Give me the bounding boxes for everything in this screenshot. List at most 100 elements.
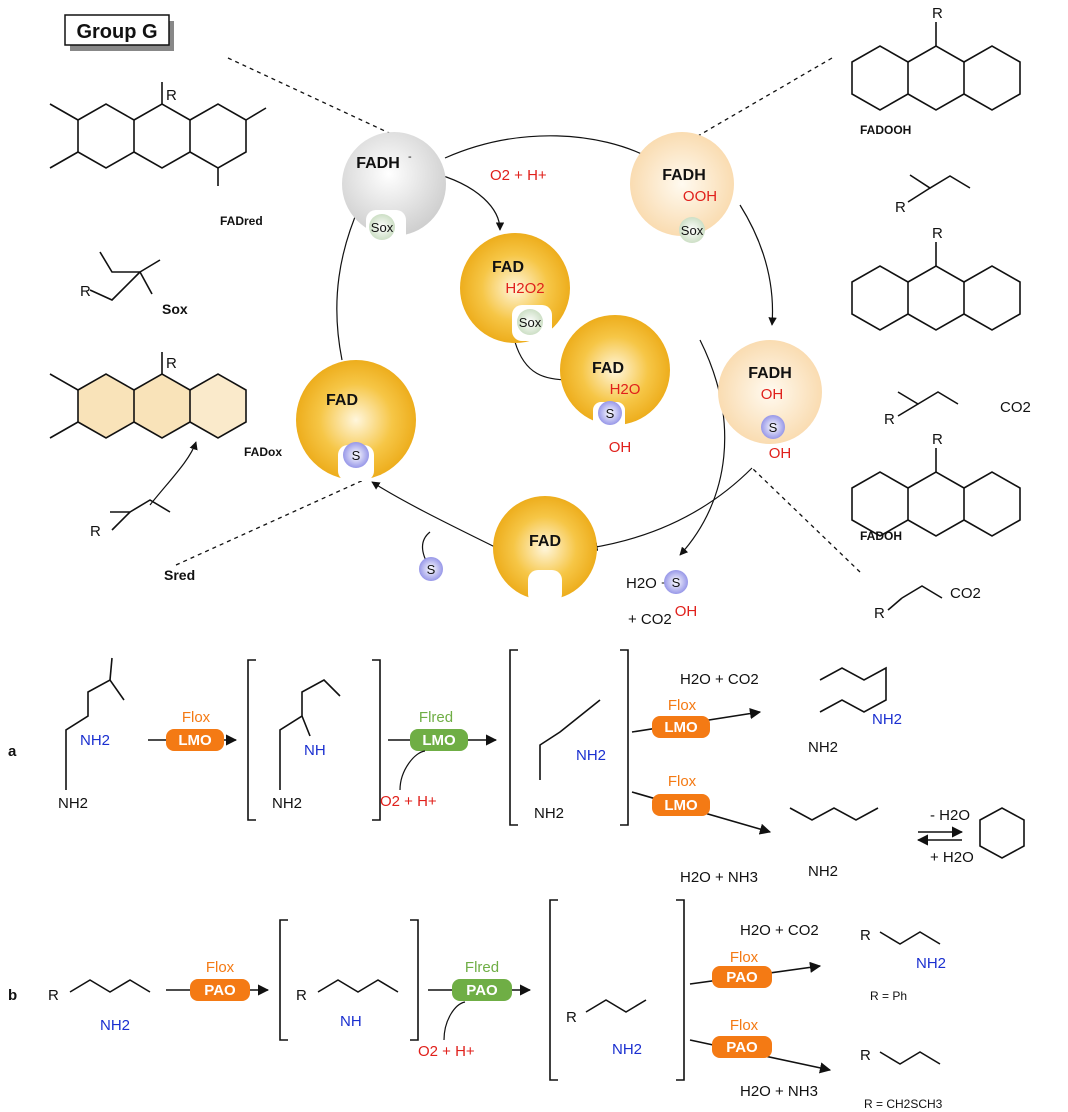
- svg-text:Flox: Flox: [730, 1017, 759, 1034]
- released-products: H2O + S OH + CO2: [626, 570, 697, 628]
- svg-text:R: R: [860, 927, 871, 944]
- svg-text:OH: OH: [609, 439, 632, 456]
- svg-text:R: R: [932, 431, 943, 448]
- svg-text:S: S: [769, 420, 778, 435]
- svg-text:Sox: Sox: [371, 220, 394, 235]
- svg-text:NH2: NH2: [808, 863, 838, 880]
- svg-text:R: R: [874, 605, 885, 622]
- svg-text:NH2: NH2: [808, 739, 838, 756]
- svg-text:CO2: CO2: [950, 585, 981, 602]
- fad-h2o-sphere: FAD H2O S OH: [560, 315, 670, 456]
- svg-text:Flox: Flox: [668, 773, 697, 790]
- svg-text:-: -: [408, 151, 412, 163]
- fadh-oh-sphere: FADH OH S OH: [718, 340, 822, 462]
- svg-text:NH2: NH2: [612, 1041, 642, 1058]
- svg-text:OH: OH: [675, 603, 698, 620]
- svg-text:R: R: [296, 987, 307, 1004]
- scheme-a: a NH2 NH2 Flox LMO NH NH2 Flred LMO O2 +…: [8, 649, 1025, 886]
- svg-text:O2 + H+: O2 + H+: [418, 1043, 475, 1060]
- svg-text:Flox: Flox: [206, 959, 235, 976]
- svg-text:LMO: LMO: [664, 719, 698, 736]
- fad-ox-structure: R FADox R Sred: [49, 352, 282, 583]
- svg-text:R = CH2SCH3: R = CH2SCH3: [864, 1097, 943, 1111]
- svg-text:FADOOH: FADOOH: [860, 123, 911, 137]
- svg-text:R: R: [895, 199, 906, 216]
- svg-text:R: R: [80, 283, 91, 300]
- fad-s-sphere: FAD S: [296, 360, 416, 481]
- svg-text:R: R: [48, 987, 59, 1004]
- svg-text:H2O2: H2O2: [505, 280, 544, 297]
- fad-oh-structure: R FADOH R CO2: [851, 431, 1021, 622]
- svg-text:H2O: H2O: [610, 381, 641, 398]
- svg-text:PAO: PAO: [204, 982, 236, 999]
- svg-text:S: S: [427, 562, 436, 577]
- svg-text:Flred: Flred: [419, 709, 453, 726]
- fad-h2o2-sphere: FAD H2O2 Sox: [460, 233, 570, 343]
- svg-text:Sox: Sox: [681, 223, 704, 238]
- svg-text:NH: NH: [304, 742, 326, 759]
- group-label: Group G: [76, 21, 157, 43]
- svg-text:+ H2O: + H2O: [930, 849, 974, 866]
- svg-text:R: R: [860, 1047, 871, 1064]
- svg-text:CO2: CO2: [1000, 399, 1031, 416]
- svg-text:Flred: Flred: [465, 959, 499, 976]
- svg-text:NH2: NH2: [576, 747, 606, 764]
- svg-text:LMO: LMO: [664, 797, 698, 814]
- svg-text:PAO: PAO: [466, 982, 498, 999]
- svg-text:NH2: NH2: [534, 805, 564, 822]
- svg-text:R = Ph: R = Ph: [870, 989, 907, 1003]
- free-substrate: S: [419, 557, 443, 581]
- svg-text:FADox: FADox: [244, 445, 282, 459]
- svg-text:NH2: NH2: [80, 732, 110, 749]
- fad-red-structure: R FADred R Sox: [49, 82, 267, 317]
- svg-text:Sred: Sred: [164, 567, 195, 583]
- svg-text:FAD: FAD: [529, 533, 561, 550]
- svg-text:LMO: LMO: [422, 732, 456, 749]
- svg-text:+ CO2: + CO2: [628, 611, 672, 628]
- svg-text:H2O + NH3: H2O + NH3: [680, 869, 758, 886]
- svg-text:H2O + CO2: H2O + CO2: [740, 922, 819, 939]
- svg-text:PAO: PAO: [726, 969, 758, 986]
- svg-text:OH: OH: [769, 445, 792, 462]
- svg-text:FAD: FAD: [592, 360, 624, 377]
- svg-text:NH2: NH2: [916, 955, 946, 972]
- svg-text:OH: OH: [761, 386, 784, 403]
- svg-text:S: S: [352, 448, 361, 463]
- svg-text:O2 + H+: O2 + H+: [380, 793, 437, 810]
- svg-text:FADOH: FADOH: [860, 529, 902, 543]
- svg-text:FAD: FAD: [326, 392, 358, 409]
- catalytic-cycle: FADH - Sox O2 + H+ FADH OOH Sox FAD H2O2…: [296, 132, 822, 628]
- fad-alkoxide-structure: R R CO2: [851, 225, 1031, 428]
- svg-text:Sox: Sox: [519, 315, 542, 330]
- svg-text:R: R: [932, 5, 943, 22]
- svg-text:NH: NH: [340, 1013, 362, 1030]
- fad-empty-sphere: FAD: [493, 496, 597, 604]
- scheme-b-label: b: [8, 987, 17, 1004]
- svg-text:H2O + CO2: H2O + CO2: [680, 671, 759, 688]
- svg-text:FAD: FAD: [492, 259, 524, 276]
- svg-text:FADred: FADred: [220, 214, 263, 228]
- svg-text:- H2O: - H2O: [930, 807, 970, 824]
- cycle-o2-h: O2 + H+: [490, 167, 547, 184]
- svg-text:R: R: [166, 355, 177, 372]
- svg-text:NH2: NH2: [872, 711, 902, 728]
- scheme-b: b R NH2 Flox PAO R NH Flred PAO O2 + H+ …: [8, 899, 946, 1111]
- svg-text:Flox: Flox: [730, 949, 759, 966]
- svg-text:FADH: FADH: [748, 365, 792, 382]
- svg-text:NH2: NH2: [58, 795, 88, 812]
- svg-text:NH2: NH2: [100, 1017, 130, 1034]
- svg-text:PAO: PAO: [726, 1039, 758, 1056]
- group-label-box: Group G: [64, 14, 174, 51]
- svg-text:Sox: Sox: [162, 301, 188, 317]
- svg-text:OOH: OOH: [683, 188, 717, 205]
- svg-text:FADH: FADH: [662, 167, 706, 184]
- svg-text:S: S: [672, 575, 681, 590]
- svg-text:S: S: [606, 406, 615, 421]
- fadh-minus-sphere: FADH - Sox: [342, 132, 446, 246]
- fad-ooh-structure: R FADOOH R: [851, 5, 1021, 216]
- svg-text:H2O + NH3: H2O + NH3: [740, 1083, 818, 1100]
- svg-text:R: R: [932, 225, 943, 242]
- svg-text:R: R: [166, 87, 177, 104]
- fadh-ooh-sphere: FADH OOH Sox: [630, 132, 734, 243]
